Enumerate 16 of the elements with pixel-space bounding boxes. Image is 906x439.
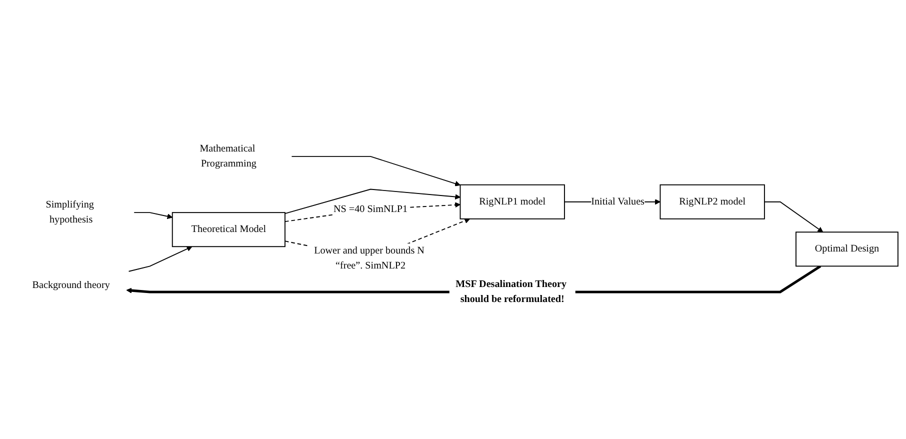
edge-label: Initial Values — [591, 196, 644, 207]
arrow — [284, 188, 460, 214]
node-text: Simplifying hypothesis — [46, 199, 94, 226]
edge-label: Lower and upper bounds N “free”. SimNLP2 — [314, 245, 424, 272]
arrow — [128, 246, 192, 272]
node-text: Mathematical Programming — [200, 143, 256, 170]
node-box: RigNLP1 model — [460, 184, 565, 220]
arrow — [291, 156, 460, 186]
arrow — [764, 201, 824, 232]
edge-label: NS =40 SimNLP1 — [333, 204, 408, 214]
arrow — [134, 212, 173, 220]
node-box: RigNLP2 model — [660, 184, 765, 220]
node-box: Optimal Design — [796, 232, 898, 267]
node-box: Theoretical Model — [172, 212, 286, 248]
node-text: Background theory — [32, 280, 110, 291]
edge-label: MSF Desalination Theory should be reformulated! — [456, 278, 567, 305]
